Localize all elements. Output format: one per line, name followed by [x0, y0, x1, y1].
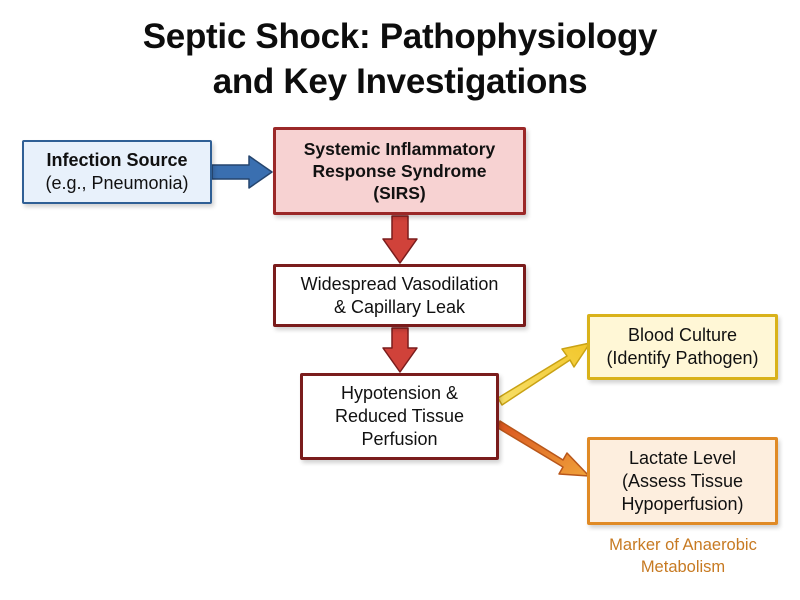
infection-source-example: (e.g., Pneumonia)	[45, 173, 189, 193]
arrow-infection-to-sirs	[211, 155, 273, 189]
title-line-2: and Key Investigations	[212, 62, 588, 101]
lactate-level-box: Lactate Level (Assess Tissue Hypoperfusi…	[587, 437, 778, 525]
vasodilation-line-1: Widespread Vasodilation	[300, 273, 499, 294]
hypotension-line-2: Reduced Tissue	[334, 406, 465, 426]
sirs-line-1: Systemic Inflammatory	[303, 139, 496, 159]
infection-source-label: Infection Source	[46, 150, 188, 170]
annotation-line-1: Marker of Anaerobic	[609, 536, 757, 554]
arrow-hypotension-to-lactate	[497, 420, 590, 477]
hypotension-line-3: Perfusion	[361, 429, 438, 449]
arrow-hypotension-to-blood-culture	[497, 342, 591, 406]
sirs-box: Systemic Inflammatory Response Syndrome …	[273, 127, 526, 215]
lactate-line-2: (Assess Tissue	[621, 470, 744, 491]
title-line-1: Septic Shock: Pathophysiology	[142, 17, 658, 56]
blood-culture-line-2: (Identify Pathogen)	[606, 348, 759, 368]
sirs-line-2: Response Syndrome	[312, 161, 487, 181]
blood-culture-line-1: Blood Culture	[627, 325, 738, 345]
vasodilation-line-2: & Capillary Leak	[333, 296, 466, 317]
infection-source-box: Infection Source (e.g., Pneumonia)	[22, 140, 212, 204]
arrow-vasodilation-to-hypotension	[382, 327, 418, 373]
blood-culture-box: Blood Culture (Identify Pathogen)	[587, 314, 778, 380]
lactate-line-1: Lactate Level	[628, 447, 737, 468]
sirs-line-3: (SIRS)	[373, 183, 426, 203]
vasodilation-box: Widespread Vasodilation & Capillary Leak	[273, 264, 526, 327]
page-title: Septic Shock: Pathophysiology and Key In…	[0, 14, 800, 104]
annotation-line-2: Metabolism	[640, 558, 726, 576]
lactate-annotation: Marker of Anaerobic Metabolism	[583, 534, 783, 578]
hypotension-line-1: Hypotension &	[340, 383, 459, 403]
arrow-sirs-to-vasodilation	[382, 215, 418, 264]
lactate-line-3: Hypoperfusion)	[621, 493, 744, 514]
hypotension-box: Hypotension & Reduced Tissue Perfusion	[300, 373, 499, 460]
